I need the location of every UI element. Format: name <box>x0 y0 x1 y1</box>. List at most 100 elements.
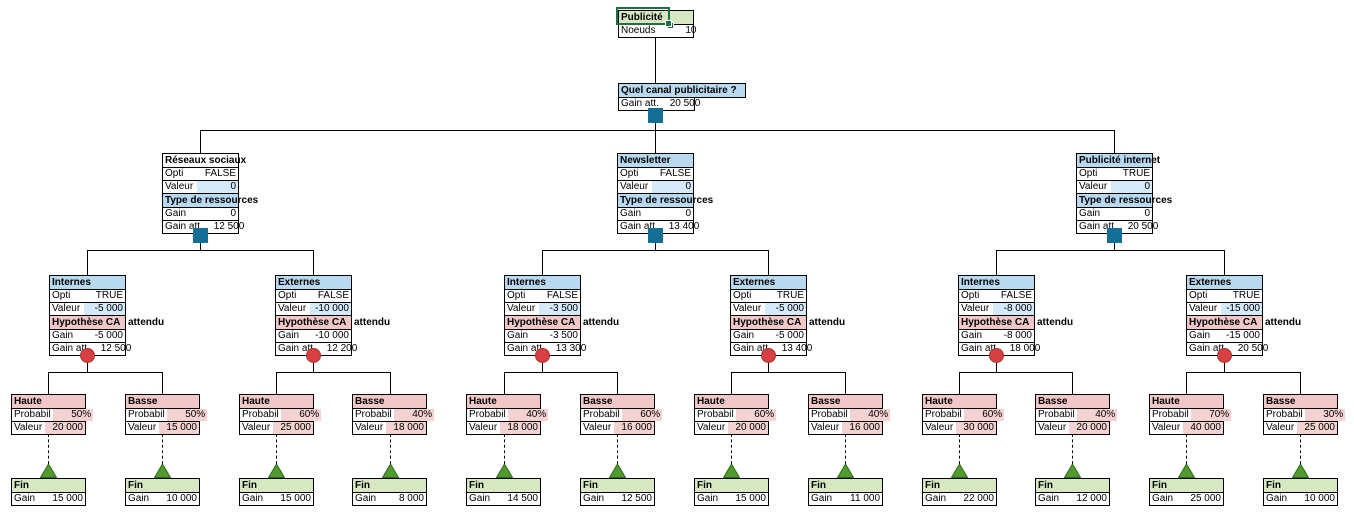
probabil-value[interactable]: 60% <box>621 409 663 421</box>
opti-value[interactable]: FALSE <box>204 168 236 179</box>
gain-att-value[interactable]: 12 500 <box>100 343 132 354</box>
valeur-value[interactable]: -8 000 <box>992 303 1034 315</box>
gain-att-value[interactable]: 12 500 <box>213 221 245 232</box>
gain-value[interactable]: 10 000 <box>166 493 197 504</box>
end-node-icon[interactable] <box>496 464 513 478</box>
end-node-icon[interactable] <box>951 464 968 478</box>
gain-value[interactable]: 15 000 <box>280 493 311 504</box>
valeur-value[interactable]: -10 000 <box>309 303 351 315</box>
valeur-value[interactable]: 0 <box>651 181 693 193</box>
gain-att-value[interactable]: 13 300 <box>555 343 587 354</box>
opti-value[interactable]: FALSE <box>317 290 349 301</box>
probabil-value[interactable]: 50% <box>166 409 208 421</box>
valeur-value[interactable]: 20 000 <box>44 422 85 434</box>
gain-value[interactable]: 22 000 <box>963 493 994 504</box>
valeur-value[interactable]: -15 000 <box>1220 303 1262 315</box>
valeur-value[interactable]: 16 000 <box>841 422 882 434</box>
gain-att-value[interactable]: 12 200 <box>326 343 358 354</box>
end-node-icon[interactable] <box>382 464 399 478</box>
gain-value[interactable]: -8 000 <box>1003 330 1032 341</box>
valeur-value[interactable]: 18 000 <box>499 422 540 434</box>
opti-value[interactable]: FALSE <box>546 290 578 301</box>
probabil-value[interactable]: 50% <box>52 409 94 421</box>
chance-node-icon[interactable] <box>80 348 95 363</box>
end-node-icon[interactable] <box>609 464 626 478</box>
chance-node-icon[interactable] <box>306 348 321 363</box>
valeur-value[interactable]: 16 000 <box>613 422 654 434</box>
chance-node-icon[interactable] <box>535 348 550 363</box>
probabil-value[interactable]: 40% <box>1076 409 1118 421</box>
chance-node-icon[interactable] <box>989 348 1004 363</box>
end-node-icon[interactable] <box>837 464 854 478</box>
valeur-value[interactable]: 20 000 <box>727 422 768 434</box>
opti-value[interactable]: TRUE <box>1232 290 1260 301</box>
gain-value[interactable]: -10 000 <box>315 330 349 341</box>
gain-value[interactable]: -15 000 <box>1226 330 1260 341</box>
probabil-value[interactable]: 70% <box>1190 409 1232 421</box>
end-node-icon[interactable] <box>1178 464 1195 478</box>
valeur-value[interactable]: 18 000 <box>385 422 426 434</box>
probabil-value[interactable]: 60% <box>963 409 1005 421</box>
decision-node-icon[interactable] <box>648 108 663 123</box>
end-node-icon[interactable] <box>1292 464 1309 478</box>
gain-value[interactable]: 0 <box>685 208 691 219</box>
gain-value[interactable]: -5 000 <box>94 330 123 341</box>
decision-node-icon[interactable] <box>648 228 663 243</box>
gain-att-value[interactable]: 20 500 <box>669 98 701 109</box>
gain-value[interactable]: 25 000 <box>1190 493 1221 504</box>
opti-value[interactable]: TRUE <box>95 290 123 301</box>
valeur-value[interactable]: -5 000 <box>83 303 125 315</box>
decision-node-icon[interactable] <box>1107 228 1122 243</box>
opti-value[interactable]: FALSE <box>659 168 691 179</box>
gain-value[interactable]: 8 000 <box>398 493 424 504</box>
opti-value[interactable]: FALSE <box>1000 290 1032 301</box>
cell-selection-border[interactable] <box>616 7 672 27</box>
valeur-value[interactable]: 20 000 <box>1068 422 1109 434</box>
gain-value[interactable]: -5 000 <box>775 330 804 341</box>
gain-att-value[interactable]: 18 000 <box>1009 343 1041 354</box>
probabil-value[interactable]: 30% <box>1304 409 1346 421</box>
probabil-value[interactable]: 40% <box>849 409 891 421</box>
valeur-value[interactable]: 25 000 <box>1296 422 1337 434</box>
opti-value[interactable]: TRUE <box>776 290 804 301</box>
gain-att-value[interactable]: 20 500 <box>1127 221 1159 232</box>
connector-line <box>1300 372 1301 394</box>
gain-att-value[interactable]: 13 400 <box>781 343 813 354</box>
gain-value[interactable]: 0 <box>230 208 236 219</box>
gain-value[interactable]: 0 <box>1144 208 1150 219</box>
valeur-value[interactable]: -3 500 <box>538 303 580 315</box>
gain-value[interactable]: 15 000 <box>735 493 766 504</box>
gain-value[interactable]: 12 500 <box>621 493 652 504</box>
chance-node-icon[interactable] <box>761 348 776 363</box>
end-node-icon[interactable] <box>154 464 171 478</box>
probabil-value[interactable]: 60% <box>280 409 322 421</box>
end-node-icon[interactable] <box>723 464 740 478</box>
gain-value[interactable]: 11 000 <box>850 493 880 504</box>
connector-line <box>655 243 656 250</box>
valeur-value[interactable]: 25 000 <box>272 422 313 434</box>
end-node-icon[interactable] <box>40 464 57 478</box>
gain-value[interactable]: 14 500 <box>507 493 538 504</box>
noeuds-value[interactable]: 10 <box>685 25 697 36</box>
valeur-value[interactable]: 30 000 <box>955 422 996 434</box>
chance-node-icon[interactable] <box>1217 348 1232 363</box>
decision-node-icon[interactable] <box>193 228 208 243</box>
probabil-value[interactable]: 40% <box>393 409 435 421</box>
gain-value[interactable]: -3 500 <box>549 330 578 341</box>
valeur-value[interactable]: 0 <box>1110 181 1152 193</box>
probabil-value[interactable]: 40% <box>507 409 549 421</box>
end-node-icon[interactable] <box>268 464 285 478</box>
gain-value[interactable]: 15 000 <box>52 493 83 504</box>
valeur-value[interactable]: 0 <box>196 181 238 193</box>
valeur-value[interactable]: -5 000 <box>764 303 806 315</box>
valeur-value[interactable]: 15 000 <box>158 422 199 434</box>
probabil-value[interactable]: 60% <box>735 409 777 421</box>
gain-att-value[interactable]: 13 400 <box>668 221 700 232</box>
gain-att-value[interactable]: 20 500 <box>1237 343 1269 354</box>
end-node-icon[interactable] <box>1064 464 1081 478</box>
gain-value[interactable]: 10 000 <box>1304 493 1335 504</box>
opti-value[interactable]: TRUE <box>1122 168 1150 179</box>
gain-value[interactable]: 12 000 <box>1076 493 1107 504</box>
valeur-value[interactable]: 40 000 <box>1182 422 1223 434</box>
